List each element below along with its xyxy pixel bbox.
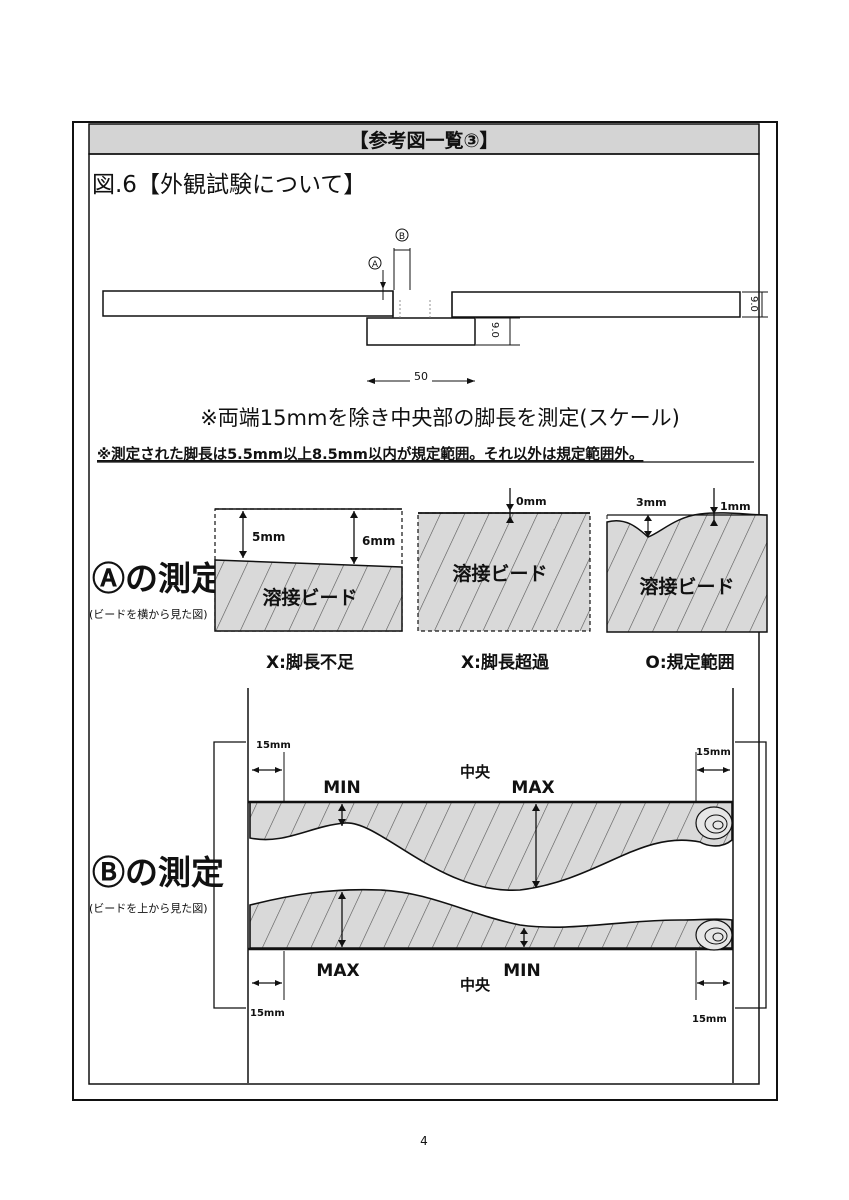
outer-frame xyxy=(72,121,778,1101)
section-b-title: Ⓑの測定 xyxy=(92,853,224,892)
panel3-dim-right: 1mm xyxy=(720,500,751,513)
lower-left-margin: 15mm xyxy=(250,1008,285,1019)
panel1-dim-left: 5mm xyxy=(252,530,285,544)
marker-b xyxy=(395,228,409,242)
panel1-bead-label: 溶接ビード xyxy=(262,586,357,609)
upper-right-margin: 15mm xyxy=(696,747,731,758)
panel2-dim: 0mm xyxy=(516,495,547,508)
left-plate xyxy=(102,290,394,317)
marker-a-label: A xyxy=(372,260,379,270)
note-measure: ※両端15mmを除き中央部の脚長を測定(スケール) xyxy=(200,406,680,430)
panel1-caption: X:脚長不足 xyxy=(266,652,354,673)
figure-title: 図.6【外観試験について】 xyxy=(92,172,366,198)
upper-max-label: MAX xyxy=(511,778,554,798)
upper-bead: 15mm 15mm MIN 中央 MAX xyxy=(248,740,733,891)
upper-min-label: MIN xyxy=(323,778,360,798)
dim-backing: 9.0 xyxy=(489,322,500,338)
panel2-bead-label: 溶接ビード xyxy=(452,562,547,585)
panel-excess: 0mm 溶接ビード X:脚長超過 xyxy=(417,488,591,673)
dim-width: 50 xyxy=(414,370,428,383)
section-a-subtitle: (ビードを横から見た図) xyxy=(89,607,208,621)
page-number: 4 xyxy=(420,1134,428,1148)
cross-section-diagram: A B 9.0 9.0 50 xyxy=(102,228,768,384)
marker-b-label: B xyxy=(399,232,405,242)
section-b: Ⓑの測定 (ビードを上から見た図) xyxy=(89,688,767,1083)
backing-strip xyxy=(366,317,476,346)
section-a: Ⓐの測定 (ビードを横から見た図) 5mm 6mm 溶接ビード X:脚長不足 0… xyxy=(89,488,768,673)
panel3-caption: O:規定範囲 xyxy=(645,652,734,673)
section-a-title: Ⓐの測定 xyxy=(92,559,224,598)
panel2-caption: X:脚長超過 xyxy=(461,652,550,673)
panel3-dim-left: 3mm xyxy=(636,496,667,509)
right-plate xyxy=(451,291,741,318)
section-b-subtitle: (ビードを上から見た図) xyxy=(89,902,208,915)
upper-left-margin: 15mm xyxy=(256,740,291,751)
lower-max-label: MAX xyxy=(316,961,359,981)
upper-center-label: 中央 xyxy=(460,763,491,781)
dim-right-plate: 9.0 xyxy=(748,296,759,312)
header-title: 【参考図一覧③】 xyxy=(349,129,498,152)
panel-insufficient: 5mm 6mm 溶接ビード X:脚長不足 xyxy=(214,508,403,673)
marker-a xyxy=(368,256,382,270)
lower-min-label: MIN xyxy=(503,961,540,981)
panel3-bead-label: 溶接ビード xyxy=(639,575,734,598)
lower-center-label: 中央 xyxy=(460,976,491,994)
note-range: ※測定された脚長は5.5mm以上8.5mm以内が規定範囲。それ以外は規定範囲外。 xyxy=(97,445,643,463)
panel-in-range: 3mm 1mm 溶接ビード O:規定範囲 xyxy=(606,488,768,673)
lower-right-margin: 15mm xyxy=(692,1014,727,1025)
lower-bead: 15mm 15mm MAX MIN 中央 xyxy=(248,888,733,1025)
panel1-dim-right: 6mm xyxy=(362,534,395,548)
